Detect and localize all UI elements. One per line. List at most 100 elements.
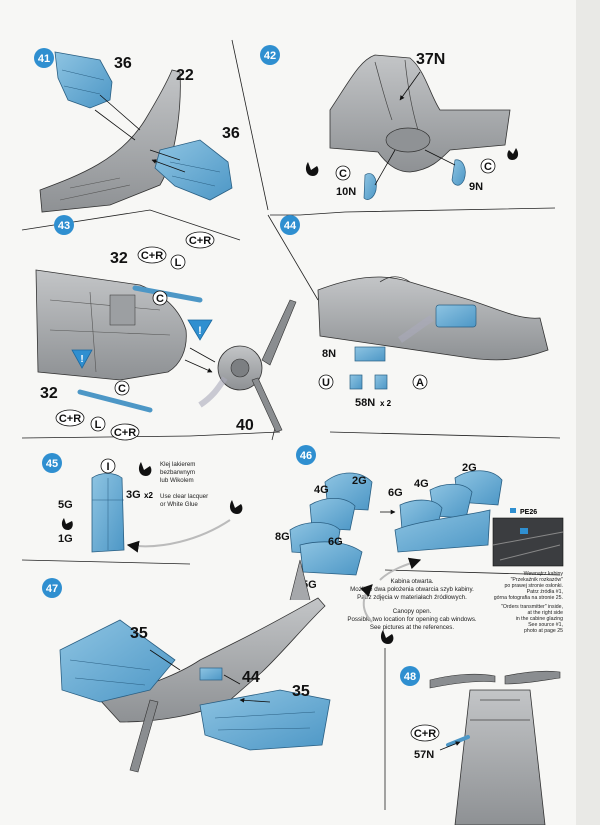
glue-icon: [229, 500, 243, 514]
part-36-left-stabilizer: [54, 51, 113, 109]
reference-photo: [492, 517, 564, 567]
fuselage-nose: [454, 689, 546, 825]
part-58N: [349, 374, 363, 390]
svg-text:C: C: [156, 293, 164, 305]
pe26-marker: [510, 508, 516, 513]
svg-text:Patrz źródła #1,: Patrz źródła #1,: [527, 589, 563, 595]
part-label: 8N: [322, 348, 336, 360]
canopy-panel: [394, 509, 491, 553]
canopy-panel: [309, 497, 356, 531]
quantity-label: x2: [144, 491, 153, 500]
quantity-label: x 2: [380, 399, 392, 408]
marker-cr: C+R: [110, 423, 140, 441]
part-label: 2G: [352, 475, 367, 487]
part-label: 8G: [275, 531, 290, 543]
glue-icon: [61, 518, 73, 530]
svg-text:Canopy open.: Canopy open.: [393, 608, 432, 615]
step-badge: 47: [42, 578, 62, 598]
part-9N-door: [451, 159, 466, 186]
glue-icon: [380, 630, 394, 644]
part-32-upper: [132, 285, 203, 303]
warning-icon: !: [187, 319, 213, 341]
step-badge: 43: [54, 215, 74, 235]
step-41: 41 36 22 36: [34, 48, 240, 213]
marker-c: C: [480, 158, 496, 174]
svg-text:po prawej stronie osłonki.: po prawej stronie osłonki.: [504, 583, 563, 589]
marker-cr: C+R: [55, 409, 85, 427]
step-badge: 42: [260, 45, 280, 65]
part-label: 37N: [416, 51, 445, 68]
part-44: [199, 667, 223, 681]
marker-c: C: [335, 165, 351, 181]
step-46: 46 2G 4G 6G 8G 2G 4G 6G 5G PE26 Wewnątrz…: [275, 445, 563, 644]
step-45: 45 I 3G x2 5G 1G Klej lakierem bezbarwny…: [42, 453, 243, 553]
part-label: 10N: [336, 186, 356, 198]
svg-text:L: L: [95, 419, 102, 431]
part-label: 36: [222, 125, 240, 142]
step-badge: 48: [400, 666, 420, 686]
step-number: 46: [300, 450, 312, 462]
propeller-blade: [261, 299, 297, 366]
part-label: 36: [114, 55, 132, 72]
step-44: 44 8N 58N x 2 U A: [280, 215, 549, 409]
part-label: 35: [130, 625, 148, 642]
fuselage-cockpit: [317, 276, 549, 361]
svg-text:See pictures at the references: See pictures at the references.: [370, 624, 455, 631]
part-58N: [374, 374, 388, 390]
svg-text:in the cabine glazing: in the cabine glazing: [516, 616, 563, 622]
part-label: 40: [236, 417, 254, 434]
svg-text:C: C: [484, 161, 492, 173]
part-label: 4G: [314, 484, 329, 496]
svg-text:C+R: C+R: [189, 235, 211, 247]
fuselage-underside: [329, 54, 511, 173]
svg-text:!: !: [80, 354, 83, 365]
marker-c: C: [114, 380, 130, 396]
marker-cr: C+R: [137, 246, 167, 264]
svg-text:at the right side: at the right side: [528, 610, 564, 616]
part-label: 5G: [58, 499, 73, 511]
arrow-icon: [379, 557, 422, 581]
fuselage-full: [99, 597, 326, 723]
svg-text:A: A: [416, 377, 424, 389]
part-32-lower: [77, 389, 153, 413]
part-label: 6G: [388, 487, 403, 499]
svg-text:C+R: C+R: [114, 427, 136, 439]
part-label: 57N: [414, 749, 434, 761]
part-label: 35: [292, 683, 310, 700]
svg-text:C: C: [339, 168, 347, 180]
svg-text:Możliwe dwa położenia otwarcia: Możliwe dwa położenia otwarcia szyb kabi…: [350, 586, 474, 593]
canopy-note: Kabina otwarta. Możliwe dwa położenia ot…: [347, 578, 477, 631]
note-line: or White Glue: [160, 501, 198, 508]
marker-a: A: [412, 374, 428, 390]
step-number: 48: [404, 671, 416, 683]
panel-dividers: [21, 39, 561, 810]
step-43: 43 ! ! 32 32 40 C+R L C+R C C C+R: [35, 215, 297, 441]
canopy-panel: [299, 541, 363, 576]
svg-text:Possible two location for open: Possible two location for opening cab wi…: [347, 616, 477, 623]
note-line: Klej lakierem: [160, 461, 195, 468]
arrow-icon: [360, 584, 373, 623]
part-label: 44: [242, 669, 260, 686]
arrow-icon: [126, 519, 231, 553]
step-number: 42: [264, 50, 276, 62]
marker-u: U: [318, 374, 334, 390]
note-line: bezbarwnym: [160, 469, 195, 476]
svg-text:górna fotografia na stronie 25: górna fotografia na stronie 25.: [494, 595, 563, 601]
part-label: 9N: [469, 181, 483, 193]
step-number: 44: [284, 220, 297, 232]
svg-text:C: C: [118, 383, 126, 395]
propeller-blade: [504, 670, 561, 685]
part-label: 2G: [462, 462, 477, 474]
part-label: 1G: [58, 533, 73, 545]
svg-text:"Orders transmitter" inside,: "Orders transmitter" inside,: [501, 604, 563, 610]
part-10N-door: [363, 173, 377, 200]
step-number: 47: [46, 583, 58, 595]
part-label: 58N: [355, 397, 375, 409]
svg-text:"Przekaźnik rozkazów": "Przekaźnik rozkazów": [511, 577, 564, 583]
part-35-right-wing: [199, 689, 331, 751]
part-35-left-wing: [59, 619, 176, 703]
part-8N: [354, 346, 386, 362]
part-label: 22: [176, 67, 194, 84]
svg-text:C+R: C+R: [59, 413, 81, 425]
part-label: 4G: [414, 478, 429, 490]
